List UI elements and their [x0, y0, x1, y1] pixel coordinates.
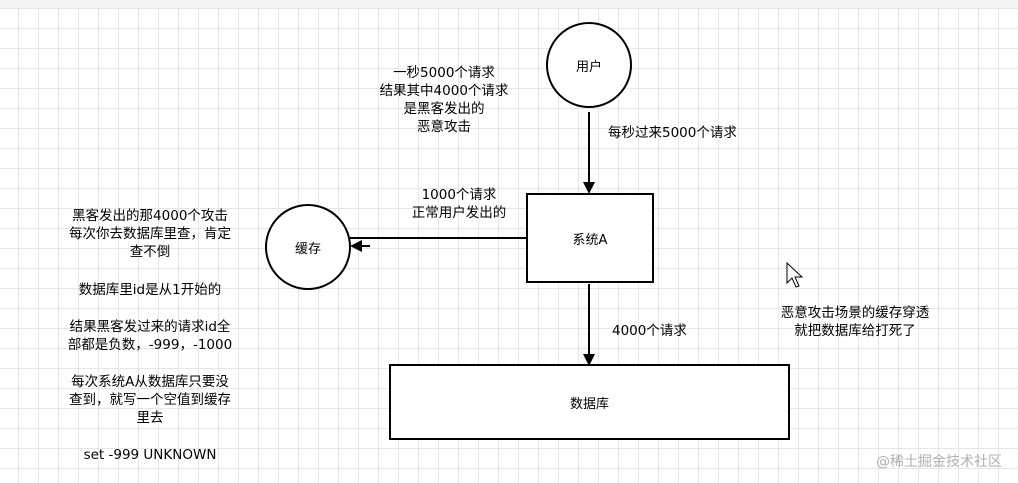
- left-block-line: 结果黑客发过来的请求id全: [69, 319, 231, 335]
- left-explanation-block: 黑客发出的那4000个攻击 每次你去数据库里查，肯定 查不倒 数据库里id是从1…: [50, 207, 250, 464]
- right-note-line: 恶意攻击场景的缓存穿透: [780, 305, 930, 321]
- left-block-line: set -999 UNKNOWN: [83, 447, 217, 463]
- normal-arrow-line: 1000个请求: [421, 187, 497, 203]
- cache-node-label: 缓存: [294, 241, 321, 257]
- db-arrow-label: 4000个请求: [612, 323, 687, 339]
- left-block-line: 黑客发出的那4000个攻击: [72, 208, 228, 224]
- user-node: 用户: [546, 22, 632, 108]
- user-arrow-label: 每秒过来5000个请求: [608, 125, 737, 141]
- database-node: 数据库: [389, 364, 790, 440]
- system-a-node: 系统A: [526, 193, 654, 283]
- arrow-system-to-cache: [347, 237, 527, 246]
- user-node-label: 用户: [575, 59, 602, 75]
- left-block-line: 里去: [136, 410, 164, 426]
- right-note: 恶意攻击场景的缓存穿透 就把数据库给打死了: [760, 304, 950, 340]
- left-block-line: 每次系统A从数据库只要没: [71, 374, 229, 390]
- left-block-line: 每次你去数据库里查，肯定: [69, 226, 231, 242]
- watermark: @稀土掘金技术社区: [876, 454, 1002, 470]
- system-a-label: 系统A: [572, 232, 608, 248]
- requests-note-line: 一秒5000个请求: [393, 65, 495, 81]
- requests-note-line: 结果其中4000个请求: [379, 83, 509, 99]
- right-note-line: 就把数据库给打死了: [794, 323, 916, 339]
- cache-node: 缓存: [265, 204, 351, 290]
- left-block-line: 查到，就写一个空值到缓存: [69, 392, 231, 408]
- mouse-cursor-icon: [786, 261, 804, 288]
- requests-note-line: 是黑客发出的: [403, 101, 485, 117]
- left-block-line: 部都是负数，-999，-1000: [67, 337, 233, 353]
- normal-arrow-line: 正常用户发出的: [411, 205, 507, 221]
- top-strip: [0, 0, 1018, 8]
- left-block-line: 查不倒: [129, 244, 171, 260]
- database-label: 数据库: [569, 396, 609, 412]
- requests-note: 一秒5000个请求 结果其中4000个请求 是黑客发出的 恶意攻击: [370, 64, 518, 136]
- normal-arrow-label: 1000个请求 正常用户发出的: [400, 186, 518, 222]
- requests-note-line: 恶意攻击: [417, 119, 471, 135]
- left-block-line: 数据库里id是从1开始的: [78, 282, 222, 298]
